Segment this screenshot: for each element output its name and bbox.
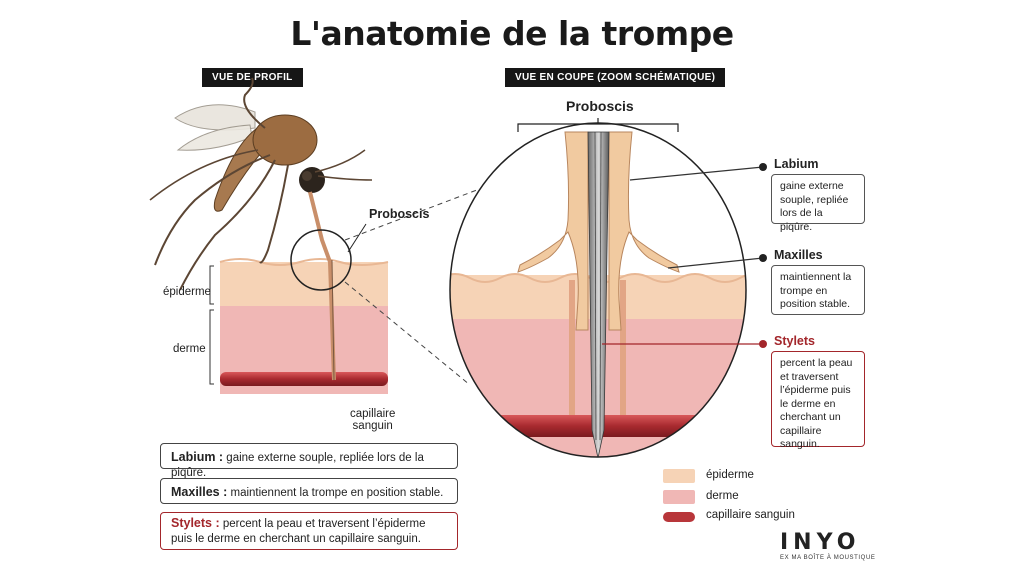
summary-stylets-box: Stylets : percent la peau et traversent … [160, 512, 458, 550]
profile-capillary-label-line1: capillaire [350, 408, 396, 420]
profile-epidermis-label: épiderme [163, 286, 211, 298]
stylets-pointer-dot [759, 340, 767, 348]
summary-labium-box: Labium : gaine externe souple, repliée l… [160, 443, 458, 479]
mosquito-illustration [149, 77, 373, 381]
summary-stylets-term: Stylets : [171, 516, 220, 530]
profile-capillary-label-line2: sanguin [352, 420, 393, 432]
page-title: L'anatomie de la trompe [290, 14, 734, 53]
labium-description-box: gaine externe souple, repliée lors de la… [771, 174, 865, 233]
legend-label-capillary: capillaire sanguin [706, 509, 795, 521]
legend-label-epidermis: épiderme [706, 469, 754, 481]
stylets-title: Stylets [774, 334, 815, 348]
maxilles-pointer-dot [759, 254, 767, 262]
summary-maxilles-text: maintiennent la trompe en position stabl… [230, 487, 444, 499]
maxilles-title: Maxilles [774, 248, 823, 262]
profile-view-tag: VUE DE PROFIL [202, 68, 303, 87]
section-view-tag: VUE EN COUPE (ZOOM SCHÉMATIQUE) [505, 68, 726, 87]
summary-stylets-text: percent la peau et traversent l’épiderme… [171, 518, 426, 545]
maxilles-description-box: maintiennent la trompe en position stabl… [771, 265, 865, 315]
summary-maxilles-box: Maxilles : maintiennent la trompe en pos… [160, 478, 458, 504]
stylets-description-box: percent la peau et traversent l’épiderme… [771, 351, 865, 450]
summary-maxilles-term: Maxilles : [171, 485, 228, 499]
legend-swatch-dermis [663, 490, 695, 504]
section-proboscis-label: Proboscis [566, 98, 634, 114]
legend-swatch-epidermis [663, 469, 695, 483]
magnifier-circle [290, 229, 352, 291]
profile-dermis-label: derme [173, 343, 206, 355]
brand-logo: INYO [780, 530, 861, 555]
labium-title: Labium [774, 157, 819, 171]
legend-label-dermis: derme [706, 490, 739, 502]
summary-labium-text: gaine externe souple, repliée lors de la… [171, 452, 424, 479]
skin-block-profile [219, 258, 389, 394]
profile-proboscis-label: Proboscis [369, 207, 430, 221]
profile-capillary-label: capillaire sanguin [350, 408, 395, 432]
labium-pointer-dot [759, 163, 767, 171]
section-zoom-oval [450, 123, 746, 457]
brand-tagline: EX MA BOÎTE À MOUSTIQUE [780, 555, 876, 561]
summary-labium-term: Labium : [171, 450, 224, 464]
legend-swatch-capillary [663, 512, 695, 522]
